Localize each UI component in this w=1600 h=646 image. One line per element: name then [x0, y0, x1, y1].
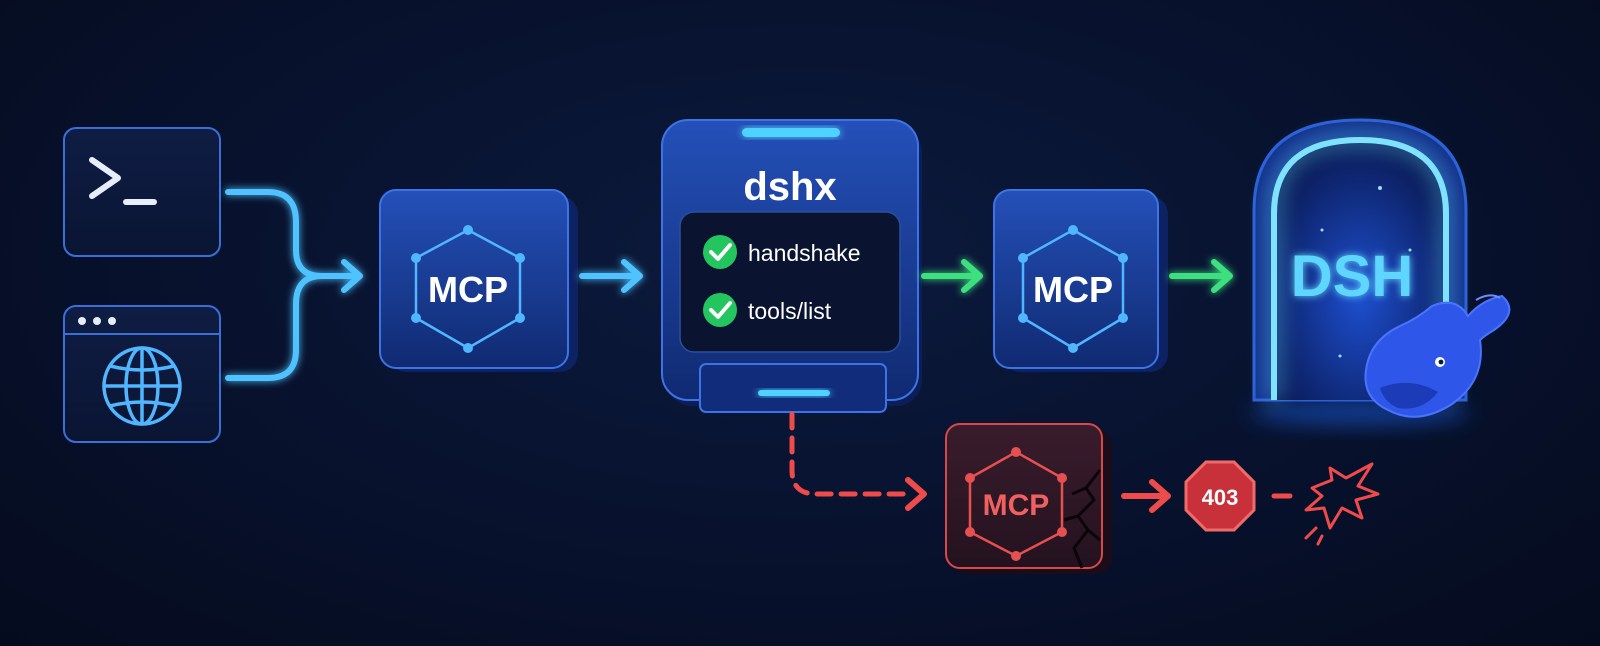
check-item-handshake: handshake: [703, 235, 861, 269]
hexagon-network-icon: [411, 225, 525, 353]
check-circle-icon: [703, 293, 737, 327]
terminal-node: [63, 127, 221, 257]
globe-icon: [102, 346, 182, 426]
client-connector: [225, 189, 363, 381]
browser-node: [63, 305, 221, 443]
mcp-right-label: MCP: [1033, 269, 1113, 310]
dsh-label: DSH: [1291, 244, 1413, 309]
mcp-node-left: MCP: [379, 189, 578, 372]
failure-connector: [789, 411, 927, 511]
stop-octagon-icon: 403: [1184, 460, 1256, 532]
arrow-green-1: [921, 259, 983, 293]
check-label-handshake: handshake: [748, 240, 861, 266]
arrow-green-2: [1169, 259, 1233, 293]
mcp-node-right: MCP: [993, 189, 1168, 372]
mcp-node-broken: MCP: [945, 423, 1112, 574]
arrow-to-dshx: [579, 259, 643, 293]
mcp-broken-label: MCP: [983, 489, 1050, 522]
dshx-device: dshx handshake tools/list: [661, 119, 922, 413]
dshx-title: dshx: [743, 165, 836, 209]
hexagon-network-icon: [1018, 225, 1128, 353]
dshx-screen: [679, 211, 901, 353]
check-item-tools-list: tools/list: [703, 293, 832, 327]
whale-icon: [1364, 294, 1511, 418]
mcp-left-label: MCP: [428, 269, 508, 310]
explosion-icon: [1304, 462, 1380, 546]
check-label-tools-list: tools/list: [748, 298, 832, 324]
check-circle-icon: [703, 235, 737, 269]
hexagon-network-icon: [965, 447, 1067, 561]
stop-badge-label: 403: [1202, 485, 1239, 510]
crack-icon: [1063, 469, 1102, 569]
terminal-prompt-icon: [89, 157, 157, 205]
arrow-red: [1121, 479, 1171, 513]
